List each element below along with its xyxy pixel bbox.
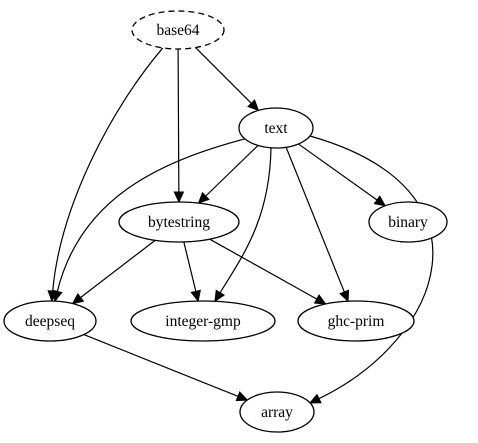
edge-deepseq-to-array (83, 334, 239, 397)
node-ellipse (368, 201, 448, 243)
node-ellipse (118, 201, 240, 243)
edge-text-to-ghc-prim (285, 146, 345, 293)
node-label: base64 (156, 22, 199, 39)
edge-base64-to-text (195, 47, 252, 104)
node-base64[interactable]: base64 (131, 10, 225, 50)
node-label: bytestring (148, 214, 210, 231)
node-label: ghc-prim (328, 313, 385, 330)
arrowhead-bytestring-to-integer-gmp (190, 289, 201, 303)
edge-text-to-bytestring (205, 145, 259, 197)
node-ellipse (131, 10, 225, 50)
node-ellipse (130, 300, 276, 342)
edge-text-to-deepseq (56, 135, 257, 292)
edge-text-to-array (309, 135, 434, 400)
arrowhead-bytestring-to-ghc-prim (313, 294, 327, 305)
node-label: integer-gmp (165, 313, 241, 330)
node-deepseq[interactable]: deepseq (3, 300, 97, 342)
node-label: binary (388, 214, 428, 231)
arrowhead-text-to-array (308, 393, 322, 404)
arrowhead-base64-to-text (247, 99, 260, 112)
node-ellipse (238, 107, 314, 149)
node-integer-gmp[interactable]: integer-gmp (130, 300, 276, 342)
node-text[interactable]: text (238, 107, 314, 149)
edge-base64-to-bytestring (177, 48, 180, 193)
edge-bytestring-to-deepseq (80, 239, 156, 298)
edge-base64-to-deepseq (52, 47, 164, 292)
node-array[interactable]: array (239, 391, 315, 433)
edge-bytestring-to-ghc-prim (209, 238, 318, 300)
node-label: deepseq (25, 313, 75, 330)
edge-text-to-binary (298, 143, 378, 201)
arrowhead-text-to-integer-gmp (214, 289, 226, 303)
arrowhead-text-to-deepseq (52, 289, 63, 303)
node-ellipse (297, 300, 415, 342)
node-ellipse (239, 391, 315, 433)
node-label: text (264, 120, 288, 137)
nodes-layer: base64 text bytestring binary deepseq integer… (3, 10, 448, 433)
edge-bytestring-to-integer-gmp (183, 241, 197, 292)
node-binary[interactable]: binary (368, 201, 448, 243)
edge-text-to-integer-gmp (219, 146, 272, 294)
arrowhead-text-to-ghc-prim (339, 289, 350, 303)
arrowhead-deepseq-to-array (235, 391, 249, 402)
edges-layer (47, 47, 434, 404)
node-ghc-prim[interactable]: ghc-prim (297, 300, 415, 342)
arrowhead-text-to-binary (373, 195, 387, 207)
arrowhead-bytestring-to-deepseq (71, 292, 85, 305)
node-label: array (261, 404, 293, 421)
arrowhead-base64-to-bytestring (173, 191, 185, 204)
arrowhead-text-to-bytestring (197, 191, 210, 204)
node-bytestring[interactable]: bytestring (118, 201, 240, 243)
node-ellipse (3, 300, 97, 342)
